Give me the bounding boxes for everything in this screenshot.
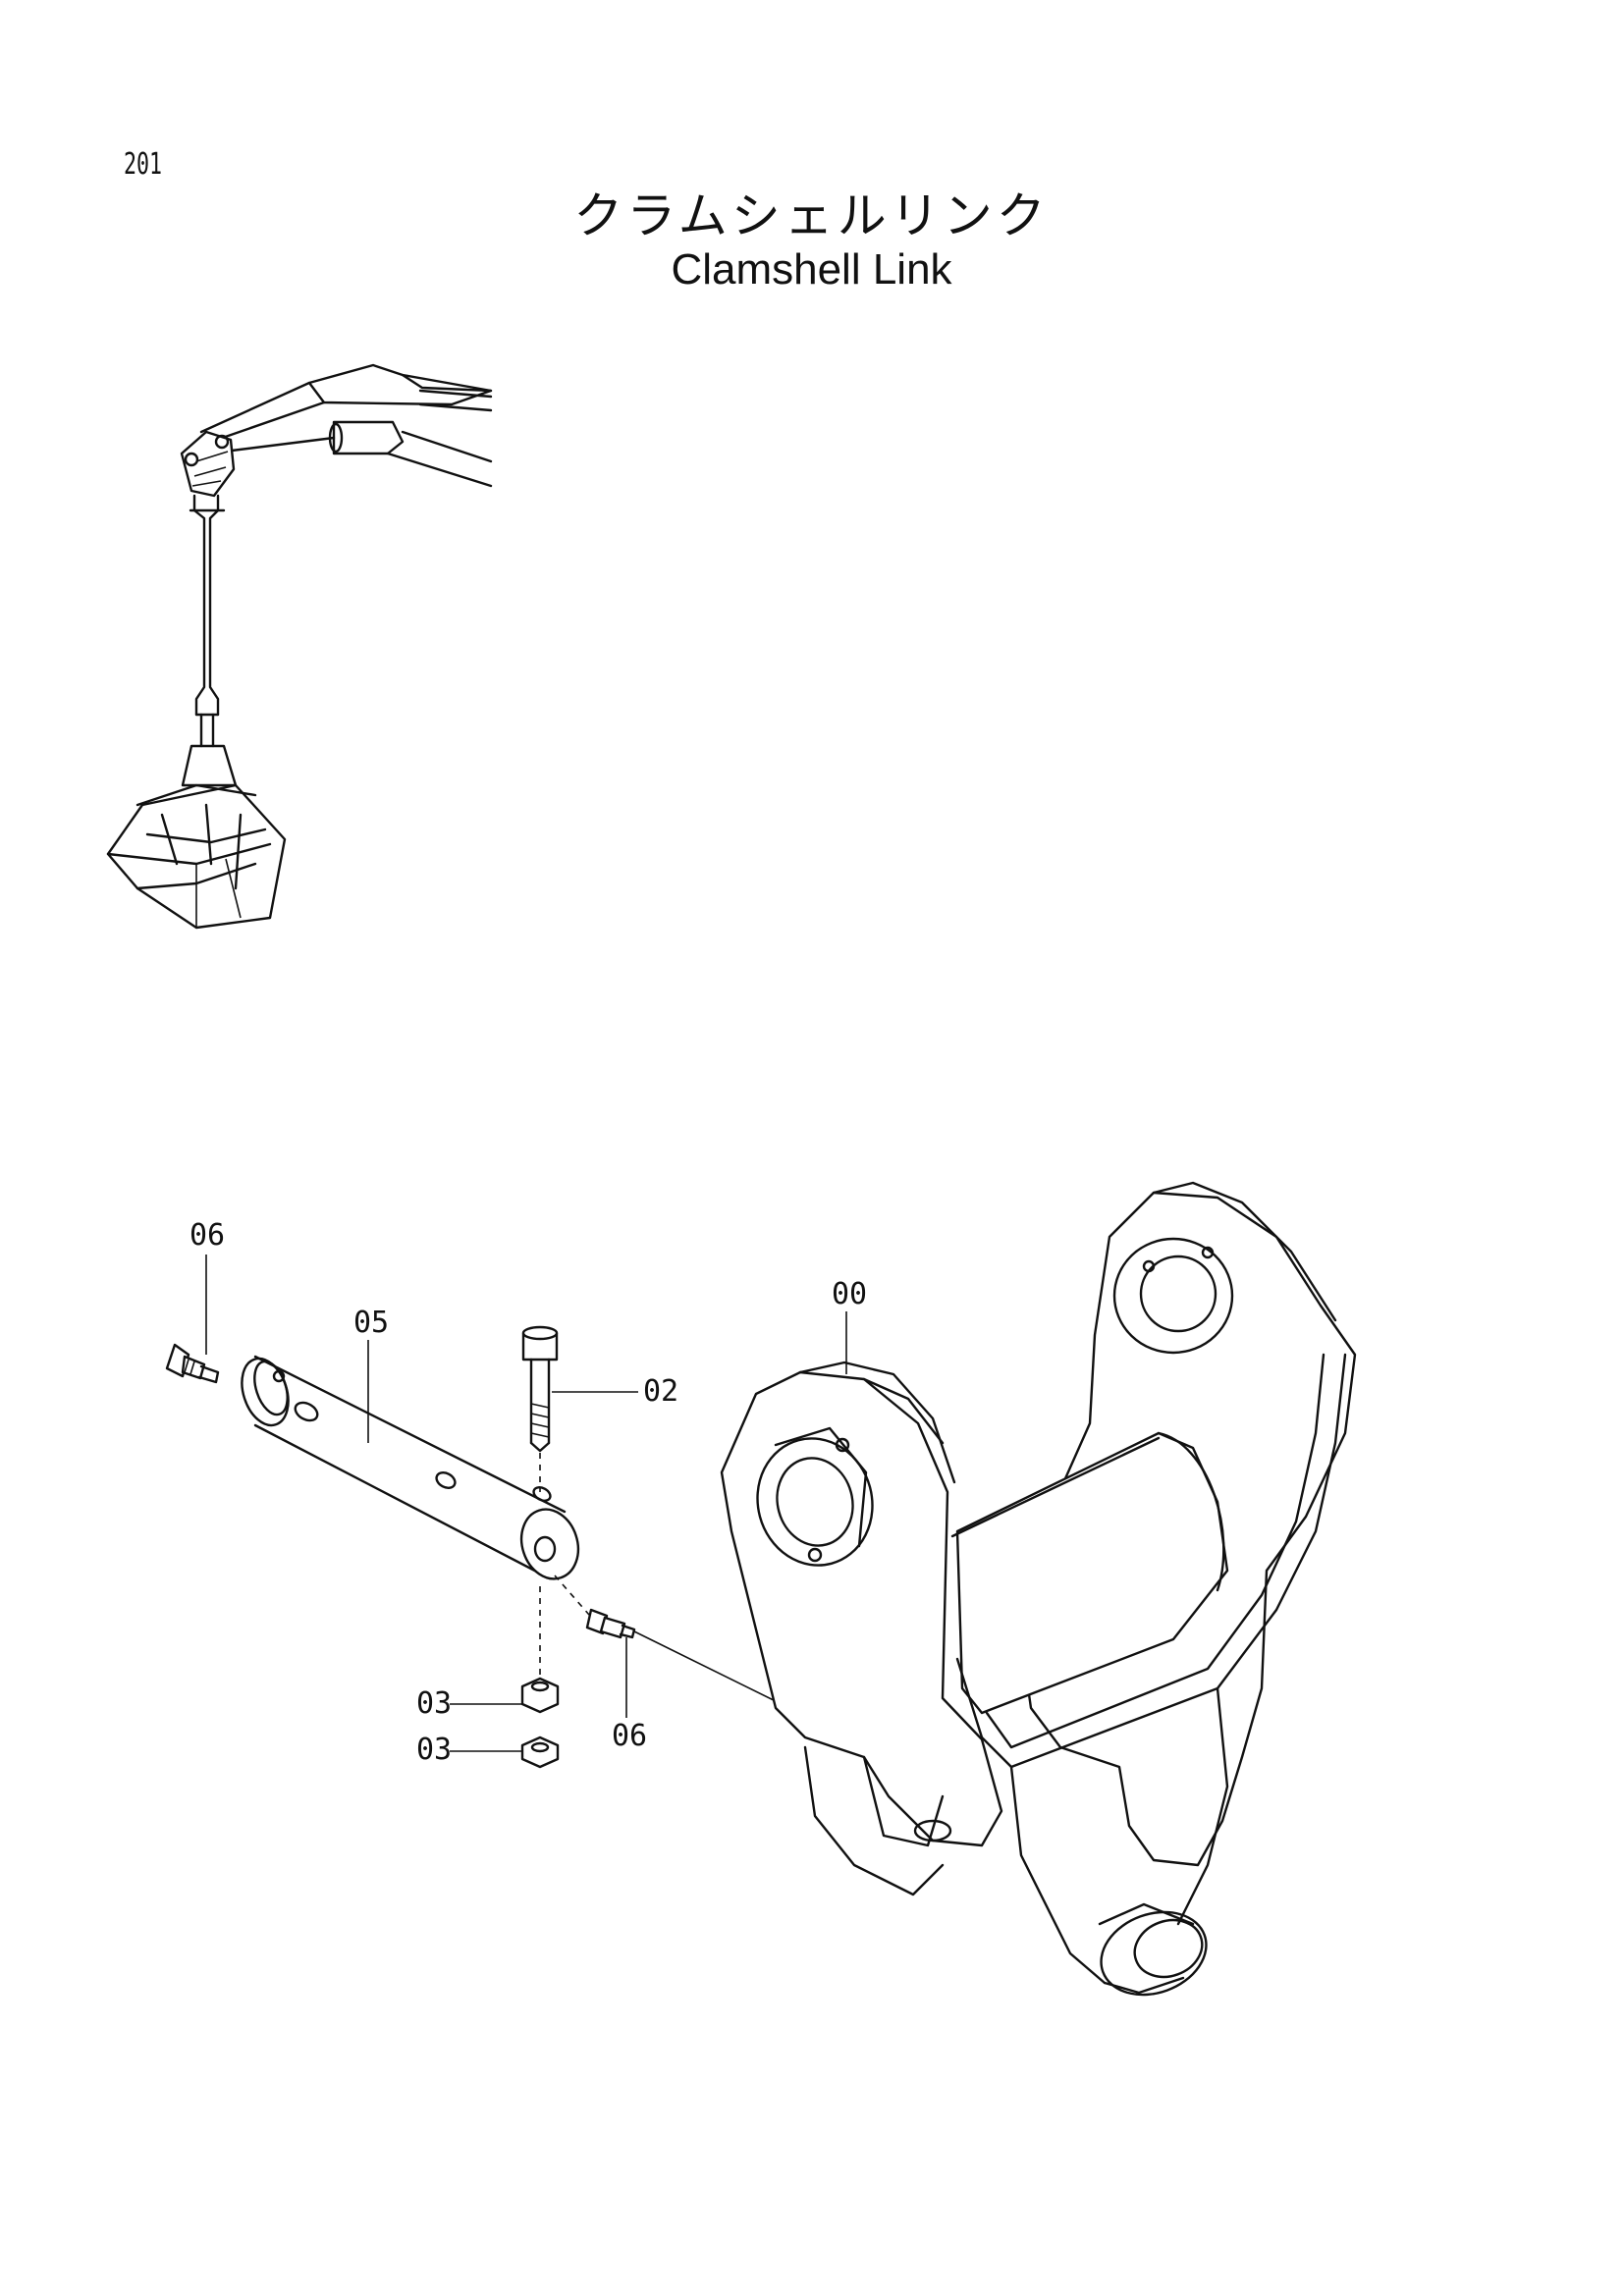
callout-06-top: 06	[189, 1218, 225, 1355]
callout-05: 05	[353, 1306, 389, 1443]
part-00-clamshell-link	[633, 1181, 1357, 1997]
callout-label: 03	[416, 1733, 452, 1767]
callout-00: 00	[832, 1277, 867, 1374]
callout-02: 02	[552, 1374, 678, 1409]
page-title-japanese: クラムシェルリンク	[573, 187, 1050, 244]
part-02-bolt	[521, 1325, 559, 1492]
overview-illustration	[106, 363, 493, 930]
callout-03-upper: 03	[416, 1686, 522, 1721]
part-05-pin	[241, 1355, 580, 1580]
callout-label: 02	[643, 1374, 678, 1409]
callout-03-lower: 03	[416, 1733, 522, 1767]
callout-label: 06	[189, 1218, 225, 1253]
part-03-nut-upper	[520, 1586, 560, 1714]
callout-06-bottom: 06	[612, 1637, 647, 1753]
part-06-grease-nipple-top	[165, 1343, 220, 1384]
part-06-grease-nipple-bottom	[554, 1575, 636, 1639]
callout-label: 06	[612, 1719, 647, 1753]
callout-label: 05	[353, 1306, 389, 1340]
callout-label: 03	[416, 1686, 452, 1721]
page-title-english: Clamshell Link	[671, 245, 952, 294]
callout-label: 00	[832, 1277, 867, 1311]
page-number: 201	[124, 147, 163, 182]
part-03-nut-lower	[520, 1735, 560, 1769]
